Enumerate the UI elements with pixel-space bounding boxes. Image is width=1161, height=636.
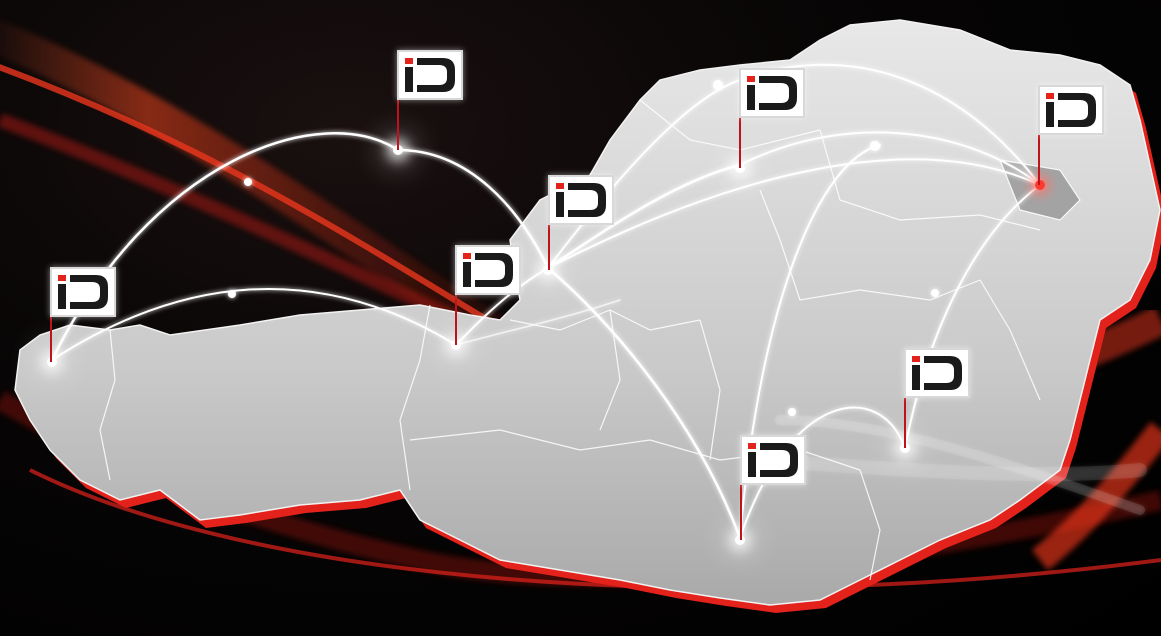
location-pin-salzburg[interactable] (543, 265, 553, 275)
flag-pole (1038, 85, 1040, 185)
location-pin-switzerland[interactable] (47, 357, 57, 367)
location-pin-linz[interactable] (735, 163, 745, 173)
id-logo-icon (455, 245, 521, 295)
location-pin-north-germany[interactable] (393, 145, 403, 155)
id-logo-icon (904, 348, 970, 398)
id-logo-icon (740, 435, 806, 485)
route-lines (50, 63, 1147, 540)
id-logo-icon (1038, 85, 1104, 135)
flag-pole (740, 435, 742, 540)
arc-sparkles (228, 80, 939, 416)
location-pin-innsbruck[interactable] (451, 340, 461, 350)
location-pin-graz[interactable] (900, 443, 910, 453)
location-pin-vienna[interactable] (1035, 180, 1045, 190)
state-borders (99, 99, 1081, 581)
austria-land (14, 19, 1161, 606)
id-logo-icon (50, 267, 116, 317)
flag-pole (397, 50, 399, 150)
location-pin-klagenfurt[interactable] (735, 535, 745, 545)
flag-pole (455, 245, 457, 345)
id-logo-icon (739, 68, 805, 118)
id-logo-icon (548, 175, 614, 225)
flag-pole (739, 68, 741, 168)
flag-pole (904, 348, 906, 448)
id-logo-icon (397, 50, 463, 100)
